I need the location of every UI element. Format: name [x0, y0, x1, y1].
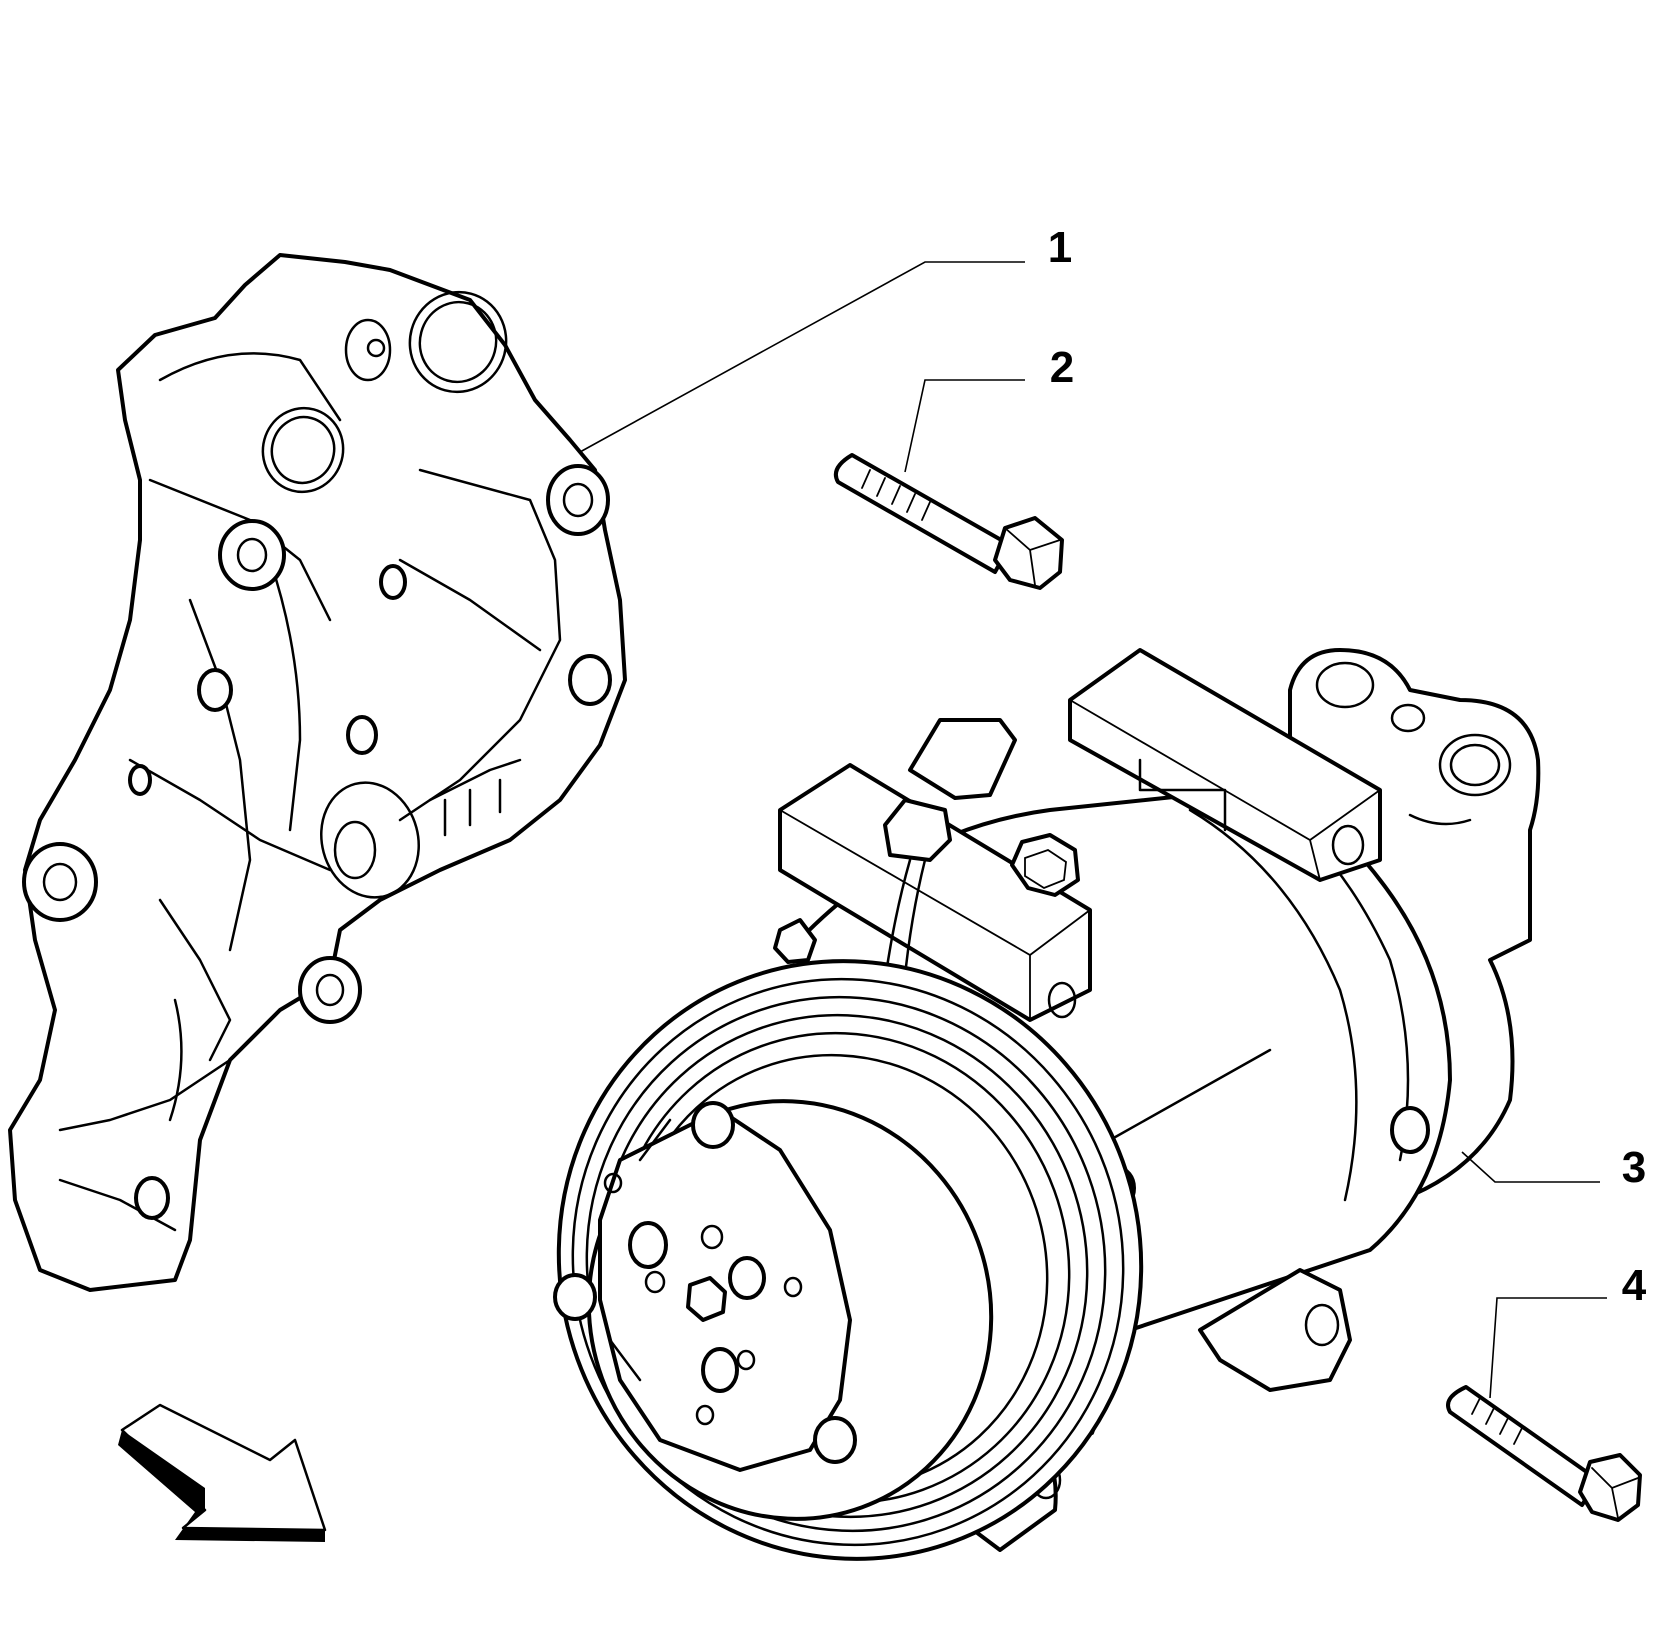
bracket-bolt[interactable] — [833, 453, 1064, 590]
leader-line-4 — [1489, 1297, 1607, 1399]
callout-2: 2 — [1050, 343, 1074, 392]
leader-line-1 — [579, 261, 1025, 453]
compressor-bolt[interactable] — [1446, 1385, 1642, 1522]
callout-1: 1 — [1048, 223, 1072, 272]
callout-4: 4 — [1622, 1261, 1647, 1310]
ac-compressor[interactable] — [475, 648, 1541, 1641]
direction-arrow-icon — [118, 1403, 327, 1542]
leader-lines — [579, 261, 1607, 1399]
leader-line-2 — [904, 379, 1025, 473]
callout-3: 3 — [1622, 1143, 1646, 1192]
leader-line-3 — [1461, 1151, 1600, 1183]
mounting-bracket[interactable] — [8, 253, 627, 1292]
